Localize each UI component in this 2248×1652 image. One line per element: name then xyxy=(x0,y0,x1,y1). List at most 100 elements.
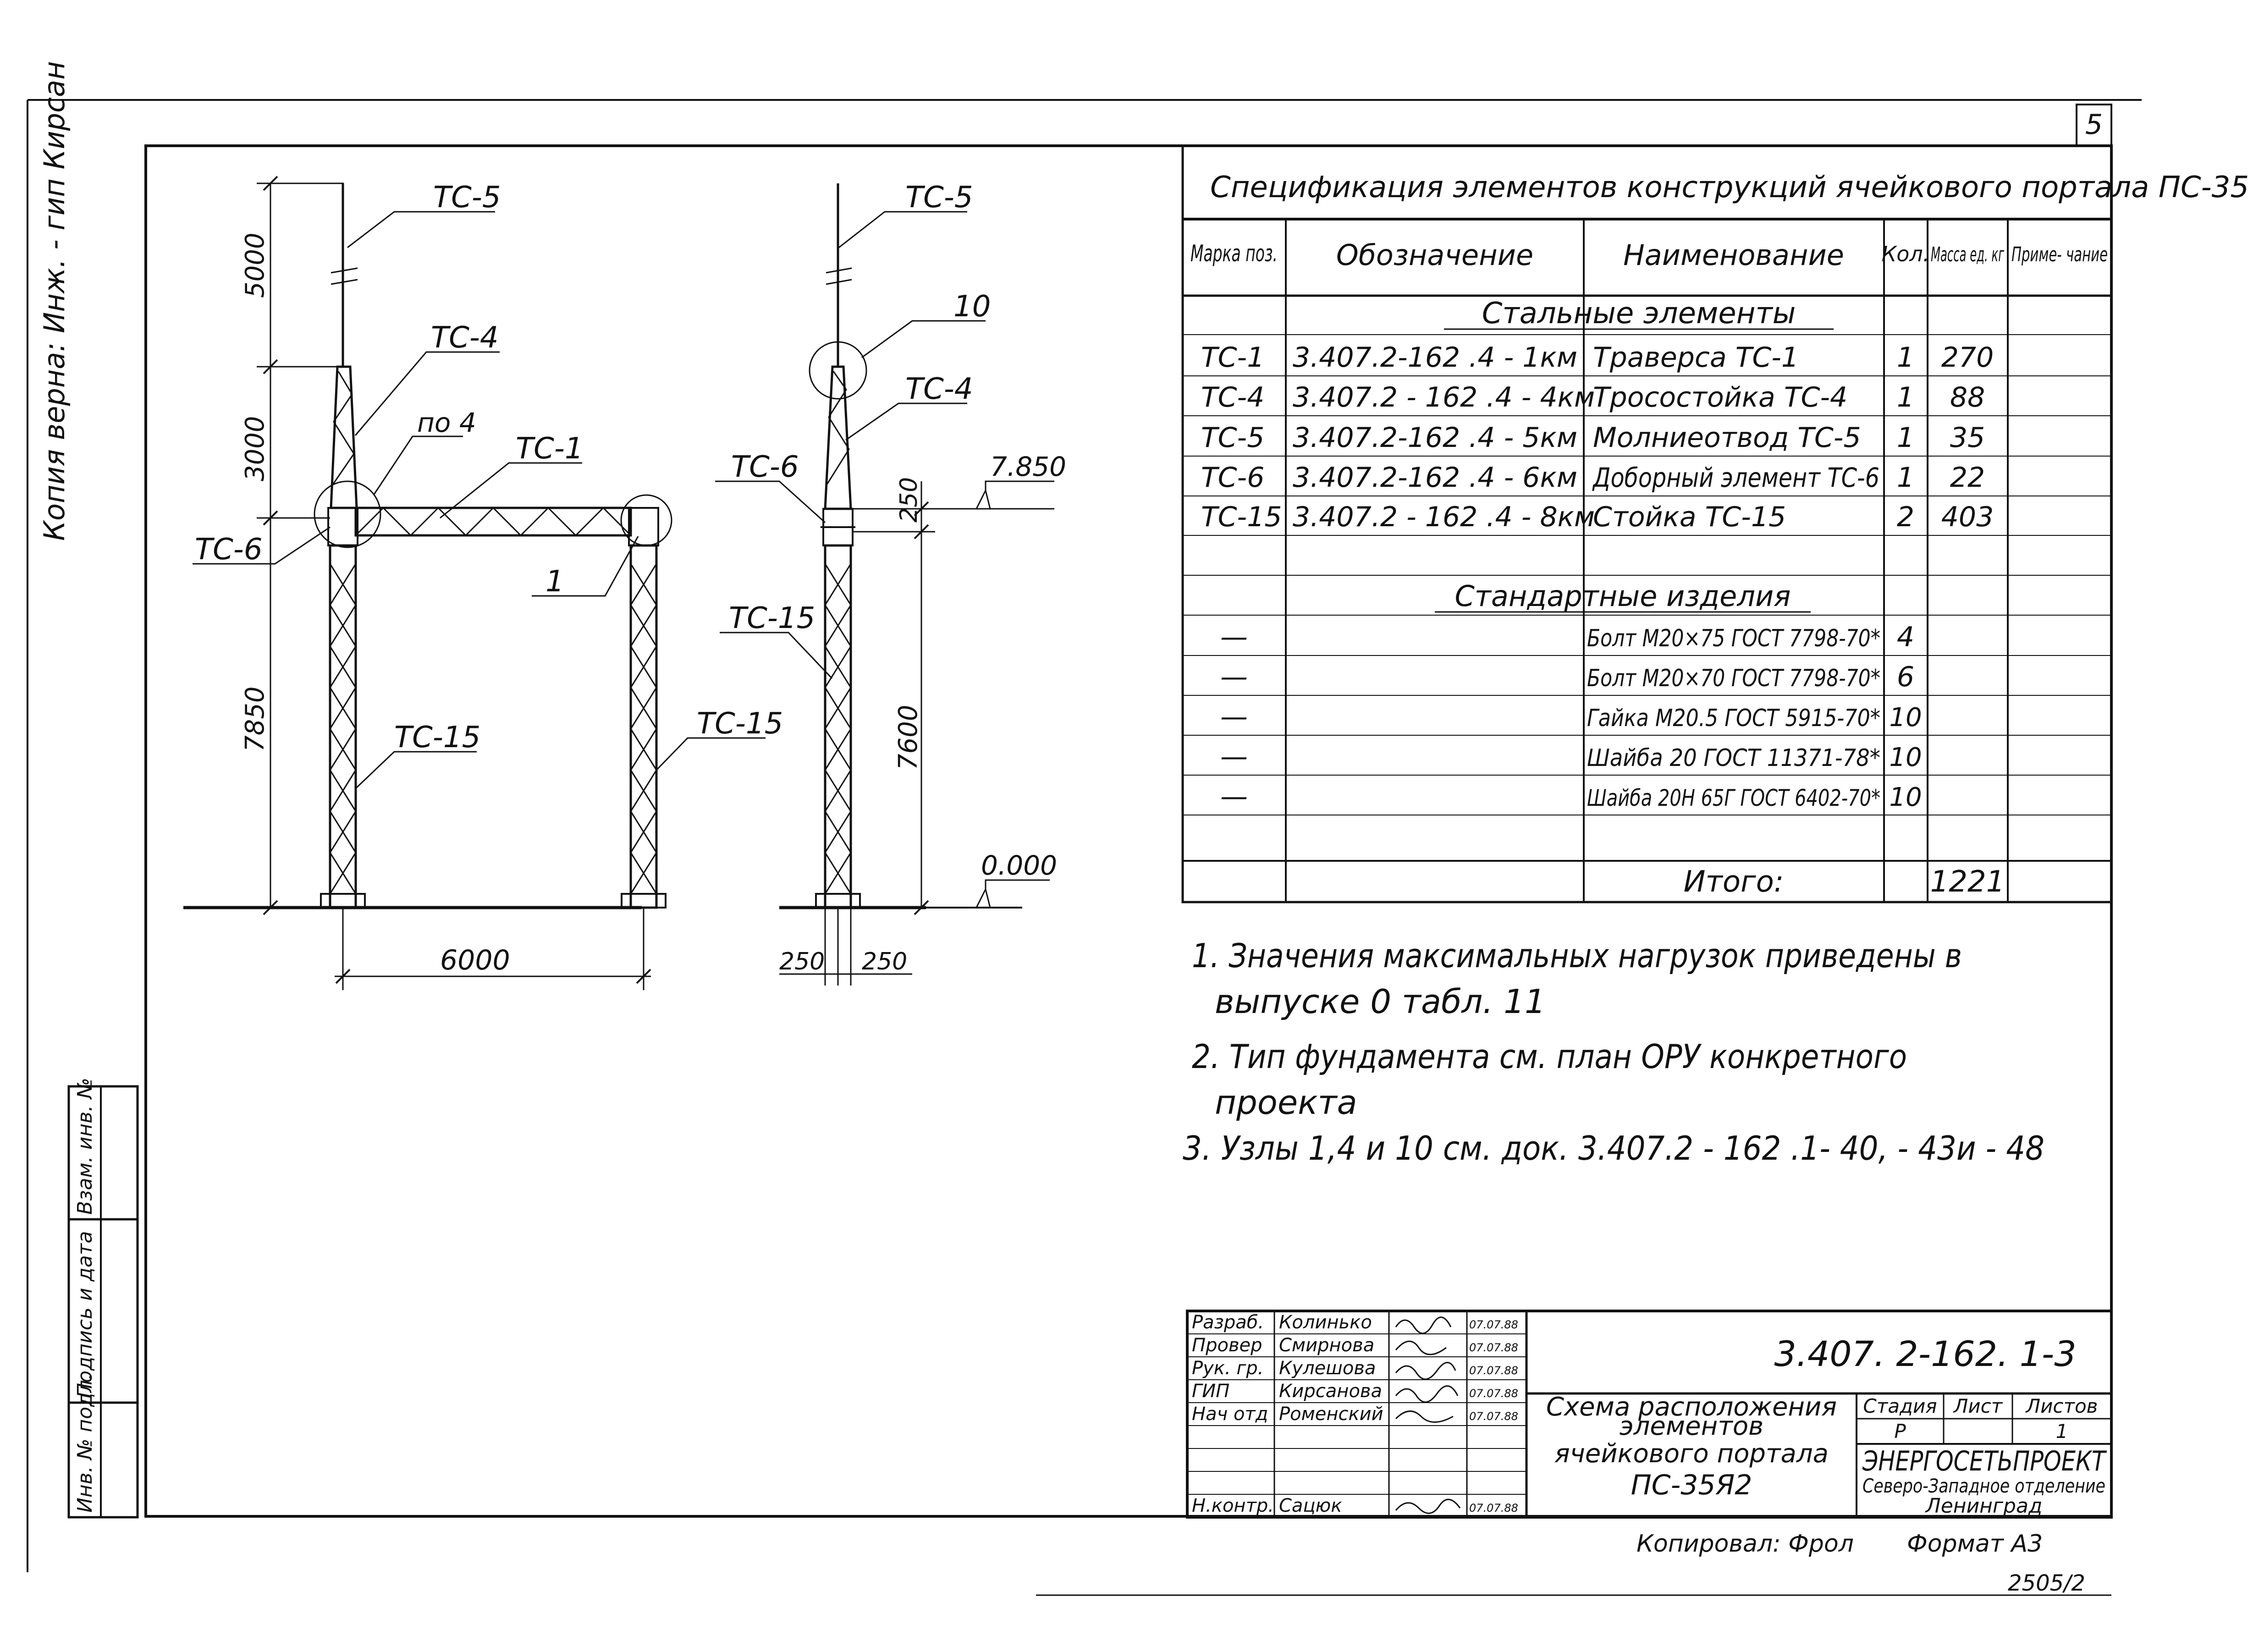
elev-label-node4: по 4 xyxy=(417,407,476,438)
inv-podl-label: Инв. № подл. xyxy=(73,1373,97,1513)
svg-text:1: 1 xyxy=(1897,462,1914,494)
std-row: — Болт М20×70 ГОСТ 7798-70* 6 xyxy=(1220,661,1914,693)
spec-header-mass: Масса ед. кг xyxy=(1931,243,2004,266)
svg-text:403: 403 xyxy=(1941,501,1994,533)
svg-text:ТС-15: ТС-15 xyxy=(1201,501,1282,533)
elev-dim-6000: 6000 xyxy=(440,944,510,976)
svg-text:10: 10 xyxy=(1889,743,1922,772)
stamp-org-1: ЭНЕРГОСЕТЬПРОЕКТ xyxy=(1862,1445,2107,1477)
svg-text:Гайка М20.5 ГОСТ 5915-70*: Гайка М20.5 ГОСТ 5915-70* xyxy=(1587,705,1880,732)
elev-label-tc15-left: ТС-15 xyxy=(394,721,480,754)
side-label-node10: 10 xyxy=(953,290,991,324)
side-elev-top: 7.850 xyxy=(990,451,1066,482)
side-elev-ground: 0.000 xyxy=(981,850,1057,881)
side-view xyxy=(715,183,1054,986)
steel-row: ТС-4 3.407.2 - 162 .4 - 4км Тросостойка … xyxy=(1201,381,1985,413)
svg-text:3.407.2-162 .4 - 1км: 3.407.2-162 .4 - 1км xyxy=(1293,341,1577,374)
spec-section-steel: Стальные элементы xyxy=(1482,297,1796,330)
svg-text:—: — xyxy=(1220,781,1248,813)
svg-text:ТС-4: ТС-4 xyxy=(1201,381,1264,413)
svg-text:Кирсанова: Кирсанова xyxy=(1279,1381,1382,1402)
note-1a: 1. Значения максимальных нагрузок привед… xyxy=(1192,936,1962,975)
svg-text:Смирнова: Смирнова xyxy=(1279,1335,1374,1356)
side-note: Копия верна: Инж. - гип Кирсан xyxy=(38,61,71,541)
sign-date-label: Подпись и дата xyxy=(73,1231,97,1398)
elev-label-tc6: ТС-6 xyxy=(195,533,263,567)
stamp-title-3: ячейкового портала xyxy=(1554,1439,1829,1469)
std-row: — Гайка М20.5 ГОСТ 5915-70* 10 xyxy=(1220,701,1922,733)
svg-text:Доборный элемент ТС-6: Доборный элемент ТС-6 xyxy=(1592,462,1879,493)
svg-text:07.07.88: 07.07.88 xyxy=(1469,1341,1518,1354)
svg-text:10: 10 xyxy=(1889,703,1922,732)
std-row: — Болт М20×75 ГОСТ 7798-70* 4 xyxy=(1220,621,1914,653)
svg-text:Траверса ТС-1: Траверса ТС-1 xyxy=(1593,341,1799,374)
svg-text:270: 270 xyxy=(1941,341,1994,374)
spec-header-designation: Обозначение xyxy=(1336,238,1533,272)
svg-text:Шайба 20 ГОСТ 11371-78*: Шайба 20 ГОСТ 11371-78* xyxy=(1587,744,1880,772)
side-dim-7600: 7600 xyxy=(893,705,923,770)
svg-text:Болт М20×75 ГОСТ 7798-70*: Болт М20×75 ГОСТ 7798-70* xyxy=(1587,625,1880,652)
svg-text:Разраб.: Разраб. xyxy=(1192,1312,1264,1333)
svg-text:—: — xyxy=(1220,741,1248,773)
side-label-tc6: ТС-6 xyxy=(731,450,799,484)
svg-text:1: 1 xyxy=(1897,341,1914,374)
steel-row: ТС-1 3.407.2-162 .4 - 1км Траверса ТС-1 … xyxy=(1201,341,1994,374)
std-row: — Шайба 20Н 65Г ГОСТ 6402-70* 10 xyxy=(1220,781,1922,813)
svg-text:2: 2 xyxy=(1897,501,1914,533)
stamp-org-3: Ленинград xyxy=(1925,1494,2043,1518)
vzam-label: Взам. инв. № xyxy=(73,1078,97,1215)
steel-row: ТС-5 3.407.2-162 .4 - 5км Молниеотвод ТС… xyxy=(1201,422,1985,454)
steel-row: ТС-6 3.407.2-162 .4 - 6км Доборный элеме… xyxy=(1201,462,1985,494)
elev-label-tc1: ТС-1 xyxy=(516,432,584,466)
elev-label-tc4: ТС-4 xyxy=(431,321,499,355)
elev-dim-7850: 7850 xyxy=(240,686,270,752)
portal-elevation xyxy=(183,176,766,990)
archive-number: 2505/2 xyxy=(2008,1570,2085,1596)
note-3: 3. Узлы 1,4 и 10 см. док. 3.407.2 - 162 … xyxy=(1183,1129,2044,1167)
svg-text:07.07.88: 07.07.88 xyxy=(1469,1387,1518,1400)
elev-label-node1: 1 xyxy=(545,565,564,599)
signature-marks xyxy=(1395,1316,1461,1514)
spec-header-mark: Марка поз. xyxy=(1190,240,1278,267)
stamp-person-row: Н.контр. Сацюк 07.07.88 xyxy=(1192,1495,1518,1516)
spec-section-standard: Стандартные изделия xyxy=(1455,579,1791,613)
svg-text:—: — xyxy=(1220,701,1248,733)
svg-text:Колинько: Колинько xyxy=(1279,1312,1372,1333)
svg-text:Провер: Провер xyxy=(1192,1335,1262,1356)
stamp-sheet-header: Лист xyxy=(1953,1395,2003,1417)
spec-header-name: Наименование xyxy=(1623,238,1844,272)
elev-label-tc5: ТС-5 xyxy=(433,181,501,215)
svg-text:22: 22 xyxy=(1950,462,1985,494)
svg-text:07.07.88: 07.07.88 xyxy=(1469,1364,1518,1377)
svg-text:88: 88 xyxy=(1950,381,1985,413)
svg-text:3.407.2 - 162 .4 - 8км: 3.407.2 - 162 .4 - 8км xyxy=(1293,501,1595,533)
stamp-person-row: Разраб. Колинько 07.07.88 xyxy=(1192,1312,1518,1333)
svg-text:3.407.2-162 .4 - 5км: 3.407.2-162 .4 - 5км xyxy=(1293,422,1577,454)
stamp-stage-value: Р xyxy=(1894,1420,1906,1443)
stamp-person-row: Нач отд Роменский 07.07.88 xyxy=(1192,1404,1518,1425)
side-label-tc4: ТС-4 xyxy=(905,372,973,406)
std-row: — Шайба 20 ГОСТ 11371-78* 10 xyxy=(1220,741,1922,773)
svg-text:Шайба 20Н 65Г ГОСТ 6402-70*: Шайба 20Н 65Г ГОСТ 6402-70* xyxy=(1587,785,1880,811)
spec-total-label: Итого: xyxy=(1684,865,1784,899)
elev-label-tc15-right: ТС-15 xyxy=(697,707,783,741)
stamp-sheets-header: Листов xyxy=(2025,1395,2098,1417)
side-label-tc15: ТС-15 xyxy=(729,601,815,635)
svg-text:Н.контр.: Н.контр. xyxy=(1192,1495,1274,1516)
left-margin-boxes: Инв. № подл. Подпись и дата Взам. инв. № xyxy=(67,1078,139,1519)
svg-text:07.07.88: 07.07.88 xyxy=(1469,1502,1518,1514)
svg-text:ГИП: ГИП xyxy=(1192,1381,1229,1402)
svg-text:ТС-1: ТС-1 xyxy=(1201,341,1264,374)
svg-text:ТС-6: ТС-6 xyxy=(1201,462,1264,494)
note-2b: проекта xyxy=(1215,1083,1357,1122)
svg-text:4: 4 xyxy=(1897,621,1914,653)
note-1b: выпуске 0 табл. 11 xyxy=(1215,982,1546,1021)
svg-text:—: — xyxy=(1220,661,1248,693)
spec-header-note: Приме- чание xyxy=(2011,243,2108,266)
spec-table xyxy=(1181,144,2113,903)
svg-text:Молниеотвод ТС-5: Молниеотвод ТС-5 xyxy=(1593,422,1861,454)
svg-text:Тросостойка ТС-4: Тросостойка ТС-4 xyxy=(1593,381,1847,413)
svg-text:07.07.88: 07.07.88 xyxy=(1469,1318,1518,1331)
copied-by: Копировал: Фрол xyxy=(1636,1530,1854,1558)
